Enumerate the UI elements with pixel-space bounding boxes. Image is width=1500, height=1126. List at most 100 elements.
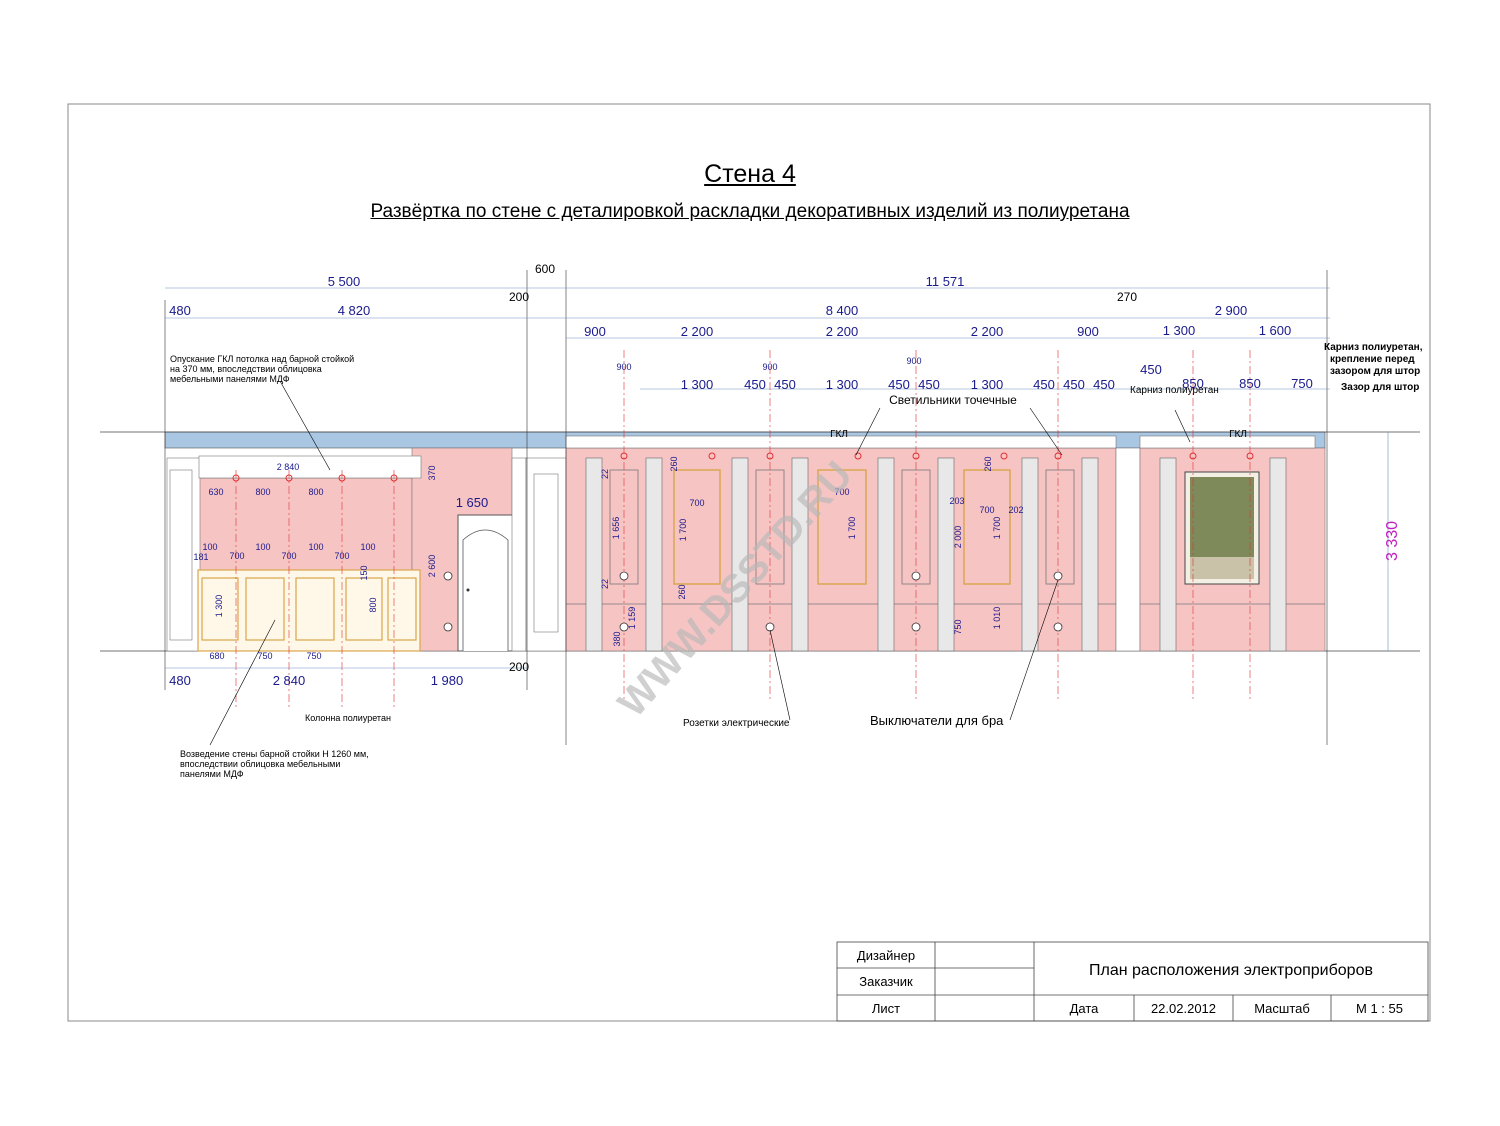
axis-lines bbox=[235, 350, 1251, 710]
dim-270: 270 bbox=[1117, 290, 1137, 304]
door[interactable] bbox=[457, 514, 514, 652]
dim-bar-col-2: 800 bbox=[255, 487, 270, 497]
dim-height-3330: 3 330 bbox=[1384, 521, 1401, 561]
note-wall-1: Возведение стены барной стойки Н 1260 мм… bbox=[180, 749, 369, 759]
dim-11571: 11 571 bbox=[926, 274, 965, 289]
pier-panel bbox=[533, 473, 559, 633]
dim-panel-1656: 1 656 bbox=[611, 517, 621, 540]
dim-r4-11: 850 bbox=[1182, 376, 1204, 391]
dim-panel-260-2: 260 bbox=[677, 584, 687, 599]
dim-r3-1: 900 bbox=[584, 324, 606, 339]
label-column: Колонна полиуретан bbox=[305, 713, 391, 723]
painting bbox=[1184, 471, 1260, 585]
tb-scale: М 1 : 55 bbox=[1356, 1001, 1403, 1016]
bar-lowered-ceiling bbox=[198, 455, 422, 479]
dim-bar-mid-2: 100 bbox=[202, 542, 217, 552]
dim-r4-8: 450 bbox=[1033, 377, 1055, 392]
label-sockets: Розетки электрические bbox=[683, 718, 790, 729]
dim-r3-4: 2 200 bbox=[971, 324, 1004, 339]
drawing-subtitle: Развёртка по стене с деталировкой раскла… bbox=[370, 201, 1130, 222]
dim-r4-4: 1 300 bbox=[826, 377, 859, 392]
dim-r4-10: 450 bbox=[1093, 377, 1115, 392]
dim-r3-6: 1 300 bbox=[1163, 323, 1196, 338]
tb-date-label: Дата bbox=[1069, 1001, 1099, 1016]
dim-bar-h-4: 800 bbox=[368, 597, 378, 612]
dim-r4-6: 450 bbox=[918, 377, 940, 392]
dim-panel-22-1: 22 bbox=[600, 469, 610, 479]
dim-panel-1159: 1 159 bbox=[627, 607, 637, 630]
dim-r3-2: 2 200 bbox=[681, 324, 714, 339]
label-switches: Выключатели для бра bbox=[870, 713, 1004, 728]
dim-bar-bot-3: 750 bbox=[306, 651, 321, 661]
dim-bar-2840: 2 840 bbox=[277, 462, 300, 472]
column-door bbox=[511, 457, 527, 652]
dim-450-extra: 450 bbox=[1140, 362, 1162, 377]
dim-bar-h-3: 150 bbox=[359, 565, 369, 580]
label-gap: Зазор для штор bbox=[1341, 382, 1419, 393]
dim-panel-1010: 1 010 bbox=[992, 607, 1002, 630]
right-cornice bbox=[1139, 435, 1316, 449]
dim-480: 480 bbox=[169, 303, 191, 318]
dim-panel-1700-1: 1 700 bbox=[678, 519, 688, 542]
dim-panel-22-2: 22 bbox=[600, 579, 610, 589]
dim-bar-col-3: 800 bbox=[308, 487, 323, 497]
right-column-1 bbox=[1159, 457, 1177, 652]
dim-door-1650: 1 650 bbox=[456, 495, 489, 510]
right-column-2 bbox=[1269, 457, 1287, 652]
tb-scale-label: Масштаб bbox=[1254, 1001, 1310, 1016]
dim-4820: 4 820 bbox=[338, 303, 371, 318]
note-ceiling-3: мебельными панелями МДФ bbox=[170, 374, 290, 384]
dim-bar-mid-5: 700 bbox=[281, 551, 296, 561]
dim-r4-7: 1 300 bbox=[971, 377, 1004, 392]
dim-r4-9: 450 bbox=[1063, 377, 1085, 392]
leader-lines bbox=[209, 380, 1191, 746]
label-cornice-right-1: Карниз полиуретан, bbox=[1324, 342, 1423, 353]
extension-lines bbox=[164, 270, 1328, 745]
dim-r4-13: 750 bbox=[1291, 376, 1313, 391]
dim-panel-380: 380 bbox=[612, 631, 622, 646]
dim-5500: 5 500 bbox=[328, 274, 361, 289]
dim-bar-col-1: 630 bbox=[208, 487, 223, 497]
dim-bar-bot-2: 750 bbox=[257, 651, 272, 661]
label-cornice-right-3: зазором для штор bbox=[1330, 366, 1420, 377]
dim-bar-mid-1: 181 bbox=[193, 552, 208, 562]
dim-bar-mid-4: 100 bbox=[255, 542, 270, 552]
dim-small-3: 900 bbox=[906, 356, 921, 366]
dim-bar-mid-8: 100 bbox=[360, 542, 375, 552]
tb-sheet-label: Лист bbox=[871, 1001, 901, 1016]
bar-counter bbox=[197, 569, 421, 652]
label-gkl-right: ГКЛ bbox=[1229, 429, 1247, 440]
dim-bar-h-1: 370 bbox=[427, 465, 437, 480]
dim-r3-7: 1 600 bbox=[1259, 323, 1292, 338]
note-wall-3: панелями МДФ bbox=[180, 769, 244, 779]
dim-bar-bot-1: 680 bbox=[209, 651, 224, 661]
dim-bottom-480: 480 bbox=[169, 673, 191, 688]
title-block-frame bbox=[836, 941, 1429, 1022]
column-right bbox=[1115, 447, 1141, 652]
tb-customer-label: Заказчик bbox=[859, 974, 913, 989]
dim-panel-1700-3: 1 700 bbox=[992, 517, 1002, 540]
sockets bbox=[443, 571, 1063, 632]
dim-r4-3: 450 bbox=[774, 377, 796, 392]
dim-small-1: 900 bbox=[616, 362, 631, 372]
label-lights: Светильники точечные bbox=[889, 393, 1017, 407]
dim-bar-mid-3: 700 bbox=[229, 551, 244, 561]
tb-designer-label: Дизайнер bbox=[856, 948, 916, 963]
tb-date: 22.02.2012 bbox=[1150, 1001, 1217, 1016]
note-ceiling-1: Опускание ГКЛ потолка над барной стойкой bbox=[170, 354, 354, 364]
dim-bottom-2840: 2 840 bbox=[273, 673, 306, 688]
label-gkl-main: ГКЛ bbox=[830, 429, 848, 440]
dim-r3-3: 2 200 bbox=[826, 324, 859, 339]
dim-bar-h-5: 1 300 bbox=[214, 595, 224, 618]
dim-panel-2000: 2 000 bbox=[953, 526, 963, 549]
dim-panel-700-3: 700 bbox=[979, 505, 994, 515]
dim-r4-2: 450 bbox=[744, 377, 766, 392]
dim-bottom-200: 200 bbox=[509, 660, 529, 674]
dim-r3-5: 900 bbox=[1077, 324, 1099, 339]
dim-bar-mid-6: 100 bbox=[308, 542, 323, 552]
bar-upper-wall bbox=[199, 477, 413, 571]
dim-200-top: 200 bbox=[509, 290, 529, 304]
dim-panel-260-1: 260 bbox=[669, 456, 679, 471]
